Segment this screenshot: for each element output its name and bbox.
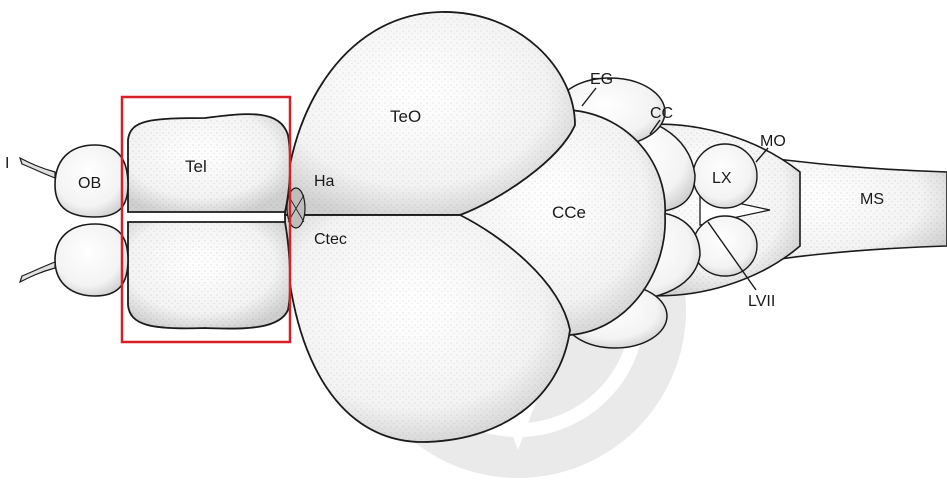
label-I: I — [5, 155, 9, 172]
label-MS: MS — [860, 191, 884, 208]
telencephalon — [128, 114, 290, 328]
label-CC: CC — [650, 105, 673, 122]
label-LVII: LVII — [748, 293, 775, 310]
label-OB: OB — [78, 175, 101, 192]
olfactory-nerve — [20, 158, 55, 282]
label-LX: LX — [712, 170, 732, 187]
label-CCe: CCe — [552, 203, 586, 222]
label-EG: EG — [590, 71, 613, 88]
label-Tel: Tel — [185, 157, 207, 176]
olfactory-bulb — [55, 145, 128, 296]
label-Ctec: Ctec — [314, 231, 347, 248]
label-Ha: Ha — [314, 173, 335, 190]
label-TeO: TeO — [390, 107, 421, 126]
label-MO: MO — [760, 133, 786, 150]
